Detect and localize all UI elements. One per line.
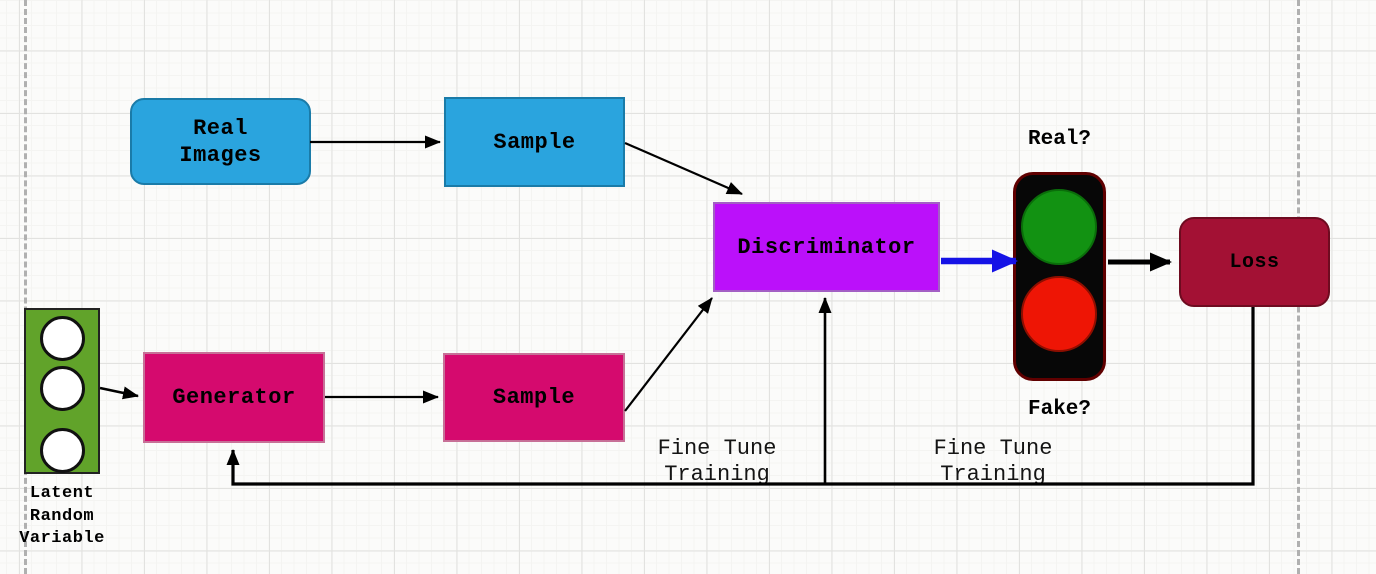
- label-real-question: Real?: [1027, 128, 1091, 151]
- node-discriminator[interactable]: Discriminator: [713, 202, 940, 292]
- traffic-light-red-light: [1021, 276, 1097, 352]
- arrow-latent-to-generator[interactable]: [99, 386, 139, 400]
- node-generator-label: Generator: [172, 385, 296, 410]
- node-real-images[interactable]: Real Images: [130, 98, 311, 185]
- node-loss[interactable]: Loss: [1179, 217, 1330, 307]
- latent-random-variable-caption: Latent Random Variable: [19, 484, 105, 548]
- node-sample-real[interactable]: Sample: [444, 97, 625, 187]
- node-real-images-label: Real Images: [179, 115, 262, 168]
- node-loss-label: Loss: [1229, 250, 1280, 274]
- traffic-light-green-light: [1021, 189, 1097, 265]
- node-generator[interactable]: Generator: [143, 352, 325, 443]
- latent-unit-circle-3: [39, 427, 85, 473]
- node-sample-generated-label: Sample: [492, 385, 576, 410]
- node-sample-real-label: Sample: [493, 129, 576, 155]
- label-fake-question: Fake?: [1027, 398, 1091, 421]
- latent-unit-circle-2: [39, 366, 85, 411]
- page-break-line-left: [24, 0, 27, 574]
- node-discriminator-label: Discriminator: [737, 234, 916, 260]
- arrow-sample-generated-to-discriminator[interactable]: [624, 297, 713, 412]
- node-sample-generated[interactable]: Sample: [443, 353, 625, 442]
- node-latent-random-variable[interactable]: [24, 308, 100, 474]
- latent-unit-circle-1: [39, 315, 85, 361]
- node-traffic-light[interactable]: [1013, 172, 1106, 381]
- arrow-sample-real-to-discriminator[interactable]: [624, 141, 743, 196]
- arrow-loss-feedback-to-generator[interactable]: [226, 307, 1255, 486]
